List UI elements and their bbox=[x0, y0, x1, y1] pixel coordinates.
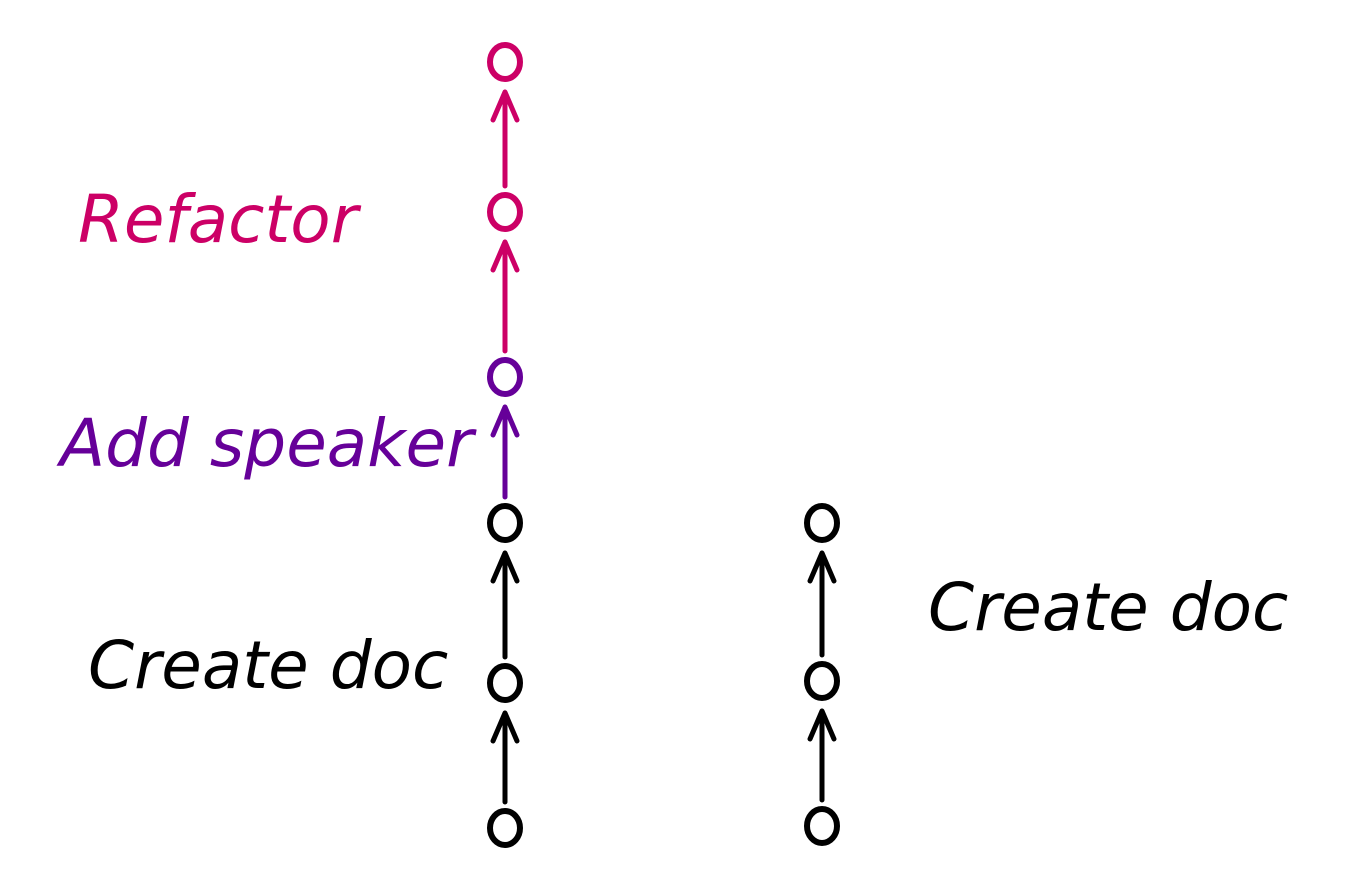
arrow-up-icon bbox=[490, 404, 520, 500]
arrow-up-icon bbox=[490, 239, 520, 354]
commit-node bbox=[487, 503, 523, 543]
commit-node bbox=[804, 503, 840, 543]
commit-node bbox=[804, 661, 840, 701]
commit-node bbox=[487, 808, 523, 848]
arrow-up-icon bbox=[807, 550, 837, 658]
arrow-up-icon bbox=[807, 708, 837, 803]
label-refactor: Refactor bbox=[78, 181, 362, 258]
label-add-speaker: Add speaker bbox=[56, 405, 477, 482]
arrow-up-icon bbox=[490, 89, 520, 189]
arrow-up-icon bbox=[490, 710, 520, 805]
commit-node bbox=[487, 357, 523, 397]
arrow-up-icon bbox=[490, 550, 520, 660]
commit-node bbox=[804, 806, 840, 846]
commit-node bbox=[487, 192, 523, 232]
label-create-doc-left: Create doc bbox=[88, 627, 448, 704]
label-create-doc-right: Create doc bbox=[928, 569, 1288, 646]
commit-node bbox=[487, 663, 523, 703]
commit-node bbox=[487, 42, 523, 82]
